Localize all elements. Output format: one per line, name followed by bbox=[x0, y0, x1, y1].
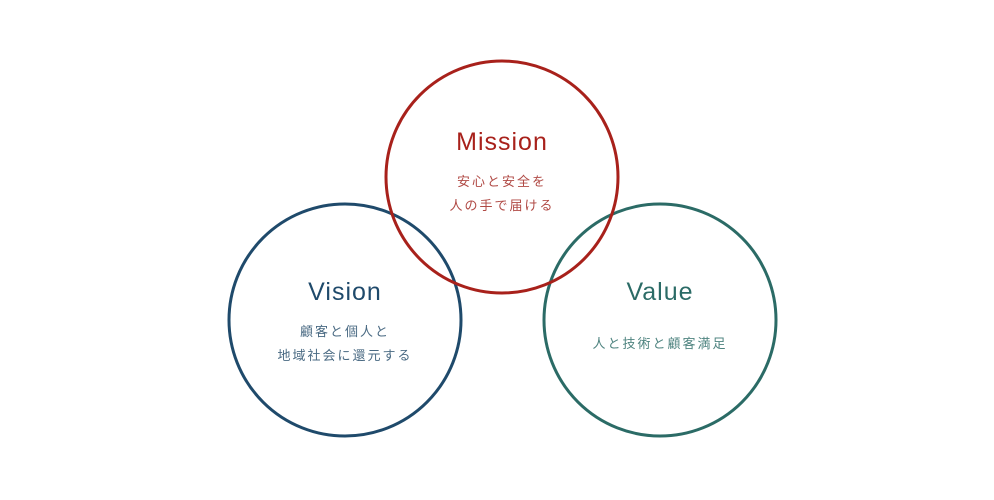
value-block: Value 人と技術と顧客満足 bbox=[543, 278, 777, 357]
value-text: 人と技術と顧客満足 bbox=[543, 333, 777, 357]
vision-line: 顧客と個人と bbox=[299, 325, 390, 340]
mission-text: 安心と安全を 人の手で届ける bbox=[385, 171, 619, 219]
mission-circle bbox=[384, 59, 620, 295]
vision-circle bbox=[227, 202, 463, 438]
vision-title: Vision bbox=[308, 278, 382, 306]
mission-title: Mission bbox=[456, 128, 548, 156]
vision-text: 顧客と個人と 地域社会に還元する bbox=[228, 321, 462, 369]
value-title: Value bbox=[626, 278, 694, 306]
value-circle bbox=[542, 202, 778, 438]
vision-line: 地域社会に還元する bbox=[277, 349, 413, 364]
mission-block: Mission 安心と安全を 人の手で届ける bbox=[385, 128, 619, 219]
mission-line: 安心と安全を bbox=[456, 175, 547, 190]
vision-block: Vision 顧客と個人と 地域社会に還元する bbox=[228, 278, 462, 369]
value-line: 人と技術と顧客満足 bbox=[592, 337, 728, 352]
mission-line: 人の手で届ける bbox=[449, 199, 555, 214]
